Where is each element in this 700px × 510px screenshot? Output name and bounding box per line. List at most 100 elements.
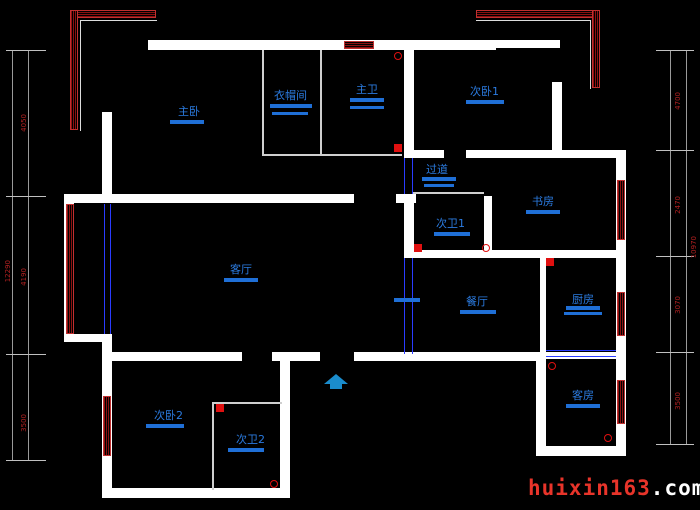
label-bar (466, 100, 504, 104)
dim-right-4: 3500 (674, 392, 682, 410)
dim-left-1: 4050 (20, 114, 28, 132)
watermark-tld: .com (650, 476, 700, 500)
room-guest: 客房 (572, 389, 594, 402)
dim-tick (656, 352, 694, 353)
dim-left-3: 3500 (20, 414, 28, 432)
wall-h-lower (102, 352, 242, 361)
label-sub (424, 184, 454, 187)
balcony-left (70, 10, 157, 131)
dimension-line-right-outer (686, 50, 687, 444)
label-bar (170, 120, 204, 124)
wall-kitchen-left (540, 256, 546, 356)
label-bar (434, 232, 470, 236)
door-line (404, 258, 405, 354)
wall-left-upper (102, 112, 112, 198)
room-passage: 过道 (426, 163, 448, 176)
room-second-bedroom-2: 次卧2 (154, 409, 183, 422)
drain-icon (548, 362, 556, 370)
label-bar (350, 98, 384, 102)
wall-h-guest (544, 352, 624, 359)
door-marker (394, 298, 420, 302)
window-living (66, 204, 74, 334)
dim-tick (6, 50, 46, 51)
room-living: 客厅 (230, 263, 252, 276)
wall-h-main (64, 194, 354, 203)
dim-tick (6, 196, 46, 197)
bath2-top (212, 402, 282, 404)
wall-passage-left (404, 194, 414, 258)
bath2-left (212, 402, 214, 490)
wall-right-bed1 (552, 82, 562, 152)
room-second-bath-1: 次卫1 (436, 217, 465, 230)
dim-tick (6, 460, 46, 461)
label-sub (272, 112, 308, 115)
entrance-arrow-stem (330, 384, 342, 389)
window-kitchen (617, 292, 625, 336)
shaft-marker (546, 258, 554, 266)
shaft-marker (394, 144, 402, 152)
label-bar (526, 210, 560, 214)
door-line (412, 158, 413, 194)
room-master-bedroom: 主卧 (178, 105, 200, 118)
dim-tick (656, 150, 694, 151)
wall-top-left (148, 40, 408, 50)
window-study (617, 180, 625, 240)
dim-left-2: 4190 (20, 268, 28, 286)
label-bar (460, 310, 496, 314)
dimension-line-right-inner (670, 50, 671, 444)
dim-tick (656, 256, 694, 257)
wall-study-left (484, 196, 492, 256)
room-second-bath-2: 次卫2 (236, 433, 265, 446)
door-line (546, 356, 616, 357)
dim-right-total: 10970 (690, 236, 698, 259)
dimension-line-left-outer (12, 50, 13, 460)
door-line (412, 258, 413, 354)
closet-left (262, 50, 264, 156)
dim-right-2: 2470 (674, 196, 682, 214)
passage-bottom (412, 192, 484, 194)
wall-h-lower3 (354, 352, 544, 361)
wall-study-top (466, 150, 626, 158)
room-walk-in-closet: 衣帽间 (274, 89, 307, 102)
watermark-name: huixin163 (528, 476, 651, 500)
dimension-line-left-inner (28, 50, 29, 460)
room-dining: 餐厅 (466, 295, 488, 308)
closet-right (320, 50, 322, 156)
label-bar (566, 404, 600, 408)
wall-top-right2 (486, 40, 560, 48)
window-bed2 (103, 396, 111, 456)
label-bar (146, 424, 184, 428)
room-second-bedroom-1: 次卧1 (470, 85, 499, 98)
watermark: huixin163.com (528, 476, 700, 500)
window-guest (617, 380, 625, 424)
drain-icon (394, 52, 402, 60)
wall-study-bottom (484, 250, 624, 258)
label-sub (350, 106, 384, 109)
room-study: 书房 (532, 195, 554, 208)
drain-icon (604, 434, 612, 442)
door-line (104, 204, 105, 334)
shaft-marker (216, 404, 224, 412)
balcony-right (476, 10, 600, 89)
label-bar (228, 448, 264, 452)
door-line (546, 350, 616, 351)
wall-bottom-guest (536, 446, 626, 456)
dim-tick (656, 50, 694, 51)
dim-tick (656, 444, 694, 445)
shaft-marker (414, 244, 422, 252)
wall-bottom-left (102, 488, 290, 498)
wall-passage-top (404, 150, 444, 158)
dim-right-1: 4700 (674, 92, 682, 110)
window-top (344, 41, 374, 49)
entrance-arrow-icon (324, 374, 348, 384)
wall-guest-left (536, 356, 546, 456)
room-master-bath: 主卫 (356, 83, 378, 96)
wall-h-lower2 (272, 352, 320, 361)
label-bar (422, 177, 456, 181)
drain-icon (270, 480, 278, 488)
label-bar (224, 278, 258, 282)
room-kitchen: 厨房 (572, 293, 594, 306)
dim-left-total: 12290 (4, 260, 12, 283)
drain-icon (482, 244, 490, 252)
